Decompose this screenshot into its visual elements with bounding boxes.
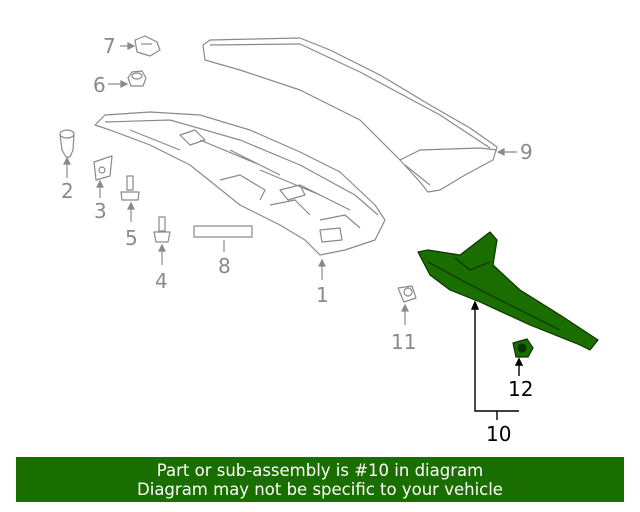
leader-line-10 bbox=[470, 300, 519, 420]
part-4-screw[interactable] bbox=[153, 216, 171, 243]
part-10-trim-piece[interactable] bbox=[417, 231, 599, 351]
callout-4: 4 bbox=[155, 269, 168, 293]
footer-banner: Part or sub-assembly is #10 in diagram D… bbox=[16, 457, 624, 502]
callout-1: 1 bbox=[316, 283, 329, 307]
footer-line-1: Part or sub-assembly is #10 in diagram bbox=[156, 461, 484, 480]
callout-6: 6 bbox=[93, 73, 106, 97]
leader-line-7 bbox=[120, 42, 136, 50]
callout-12: 12 bbox=[508, 377, 533, 401]
part-12-clip[interactable] bbox=[512, 338, 534, 358]
callout-9: 9 bbox=[520, 140, 533, 164]
parts-diagram: 7 6 2 3 5 4 8 1 9 11 12 10 bbox=[59, 34, 599, 446]
part-11-clip[interactable] bbox=[397, 285, 417, 303]
part-2-push-clip[interactable] bbox=[59, 129, 75, 158]
leader-line-4 bbox=[158, 243, 166, 265]
part-9-spoiler[interactable] bbox=[202, 37, 498, 193]
callout-8: 8 bbox=[218, 254, 231, 278]
callout-7: 7 bbox=[103, 34, 116, 58]
leader-line-11 bbox=[401, 303, 409, 325]
leader-line-12 bbox=[514, 357, 524, 376]
part-6-nut[interactable] bbox=[127, 70, 147, 87]
leader-line-3 bbox=[96, 179, 104, 198]
callout-11: 11 bbox=[391, 330, 416, 354]
part-3-plate-nut[interactable] bbox=[93, 155, 113, 181]
part-1-trim-panel[interactable] bbox=[94, 111, 386, 256]
part-7-clip-nut[interactable] bbox=[134, 35, 161, 57]
leader-line-6 bbox=[108, 80, 129, 88]
leader-line-1 bbox=[318, 258, 326, 280]
footer-line-2: Diagram may not be specific to your vehi… bbox=[137, 480, 503, 499]
part-8-tape[interactable] bbox=[193, 225, 253, 238]
callout-2: 2 bbox=[61, 179, 74, 203]
callout-5: 5 bbox=[125, 226, 138, 250]
leader-line-2 bbox=[63, 156, 71, 178]
leader-line-5 bbox=[127, 201, 135, 222]
part-5-bolt[interactable] bbox=[120, 175, 140, 201]
leader-line-9 bbox=[496, 148, 517, 156]
callout-10: 10 bbox=[486, 422, 511, 446]
callout-3: 3 bbox=[94, 199, 107, 223]
